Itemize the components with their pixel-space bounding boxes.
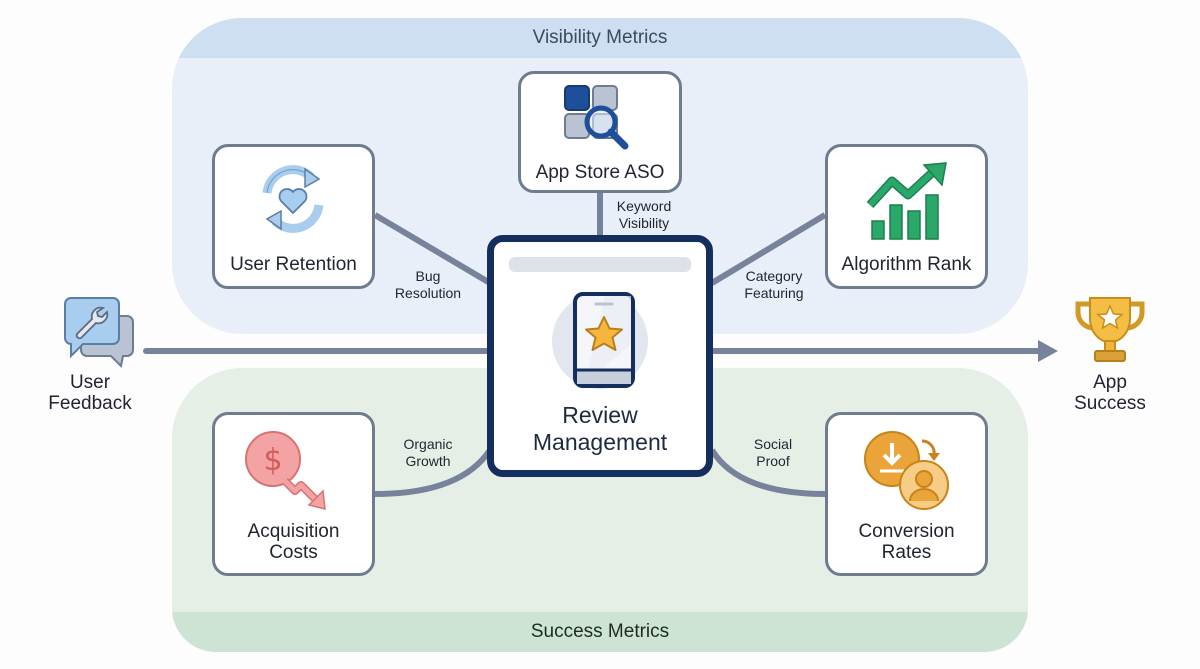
edge-label-conversion: Social Proof (740, 436, 806, 470)
algorithm-rank-card[interactable]: Algorithm Rank (825, 144, 988, 289)
visibility-metrics-title: Visibility Metrics (532, 27, 668, 48)
review-management-title-1: Review (562, 402, 638, 428)
edge-label-retention: Bug Resolution (386, 268, 470, 302)
edge-label-conversion-1: Social (753, 436, 793, 452)
conversion-rates-label-1: Conversion (858, 521, 955, 542)
edge-label-algorithm: Category Featuring (732, 268, 816, 302)
edge-label-retention-2: Resolution (394, 285, 462, 301)
conversion-rates-label-2: Rates (881, 542, 932, 563)
edge-label-algorithm-2: Featuring (744, 285, 804, 301)
app-success-label-2: Success (1074, 393, 1146, 414)
success-metrics-title: Success Metrics (530, 621, 670, 642)
app-success-label-1: App (1093, 372, 1127, 393)
conversion-rates-card[interactable]: Conversion Rates (825, 412, 988, 576)
connector-acquisition (374, 448, 493, 497)
dollar-down-icon: $ (245, 431, 326, 510)
edge-label-acquisition-1: Organic (403, 436, 453, 452)
review-management-title: Review Management (494, 402, 706, 456)
edge-label-aso-1: Keyword (616, 198, 672, 214)
connector-conversion (709, 448, 826, 497)
edge-label-aso-2: Visibility (618, 215, 670, 231)
edge-label-conversion-2: Proof (756, 453, 790, 469)
download-user-icon (864, 431, 949, 510)
edge-label-retention-1: Bug (415, 268, 441, 284)
user-feedback-label-1: User (69, 372, 111, 393)
user-feedback-label-2: Feedback (48, 393, 132, 414)
trophy-icon (1075, 297, 1145, 362)
connector-retention (373, 212, 492, 286)
acquisition-costs-card[interactable]: $ Acquisition Costs (212, 412, 375, 576)
user-retention-card[interactable]: User Retention (212, 144, 375, 289)
review-management-title-2: Management (532, 429, 668, 455)
user-retention-label: User Retention (230, 254, 357, 275)
visibility-metrics-header (172, 18, 1028, 58)
center-top-bar (509, 257, 691, 272)
arrowhead-success (1038, 340, 1058, 362)
search-apps-icon (564, 85, 629, 150)
heart-cycle-icon (262, 165, 324, 233)
rising-chart-icon (866, 162, 947, 240)
app-success-node: App Success (1050, 292, 1170, 414)
chat-wrench-icon (64, 297, 134, 369)
phone-star-icon (552, 292, 648, 389)
app-store-aso-card[interactable]: App Store ASO (518, 71, 682, 193)
edge-label-algorithm-1: Category (745, 268, 803, 284)
acquisition-costs-label-2: Costs (269, 542, 318, 563)
connector-algorithm (710, 212, 827, 286)
review-management-node[interactable]: Review Management (487, 235, 713, 477)
algorithm-rank-label: Algorithm Rank (841, 254, 972, 275)
app-store-aso-label: App Store ASO (535, 162, 665, 183)
success-metrics-footer (172, 612, 1028, 652)
acquisition-costs-label-1: Acquisition (247, 521, 340, 542)
edge-label-aso: Keyword Visibility (606, 198, 682, 232)
edge-label-acquisition-2: Growth (405, 453, 451, 469)
user-feedback-node: User Feedback (30, 292, 150, 414)
edge-label-acquisition: Organic Growth (390, 436, 466, 470)
svg-text:$: $ (263, 443, 282, 478)
